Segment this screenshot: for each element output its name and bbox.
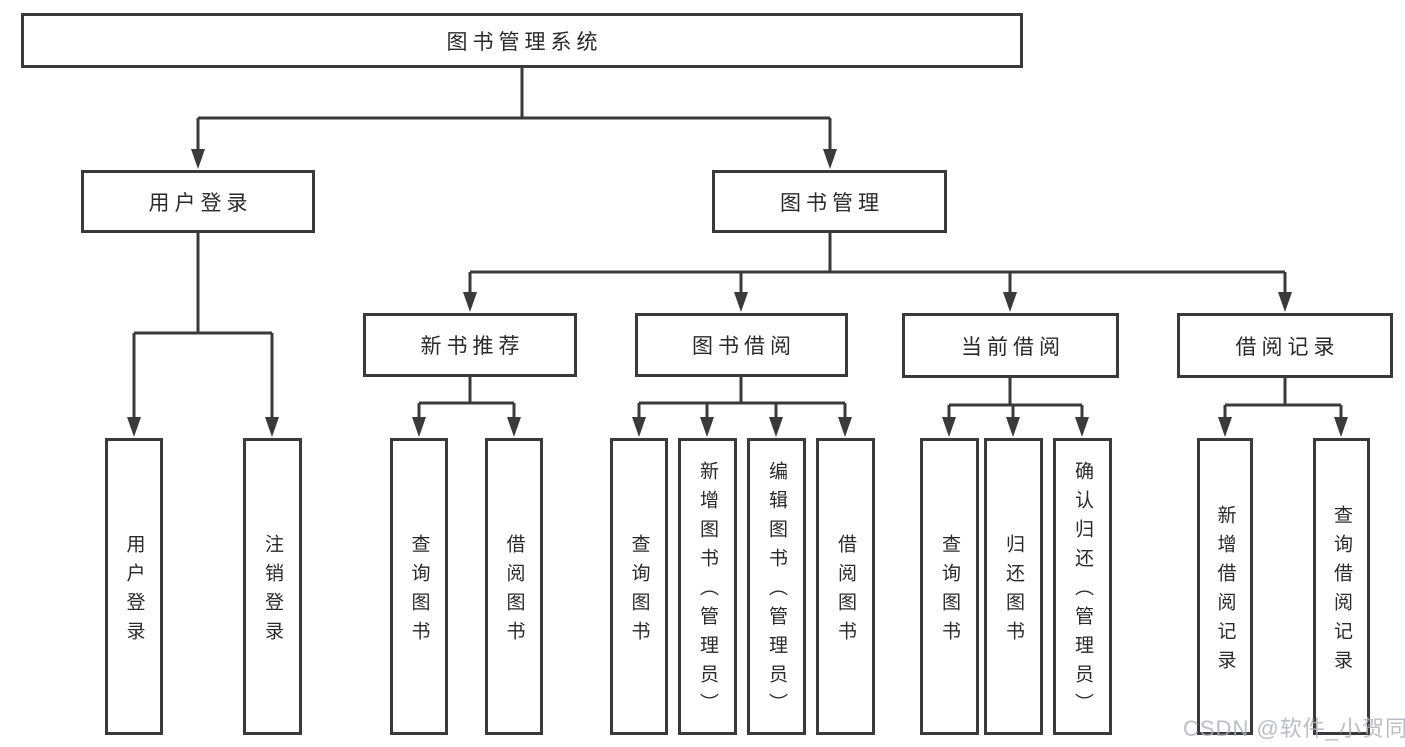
arrowhead-icon <box>1075 417 1089 437</box>
arrowhead-icon <box>1003 292 1017 312</box>
node-borrowing-records: 借阅记录 <box>1177 313 1393 378</box>
node-label: 借阅图书 <box>835 533 856 650</box>
arrowhead-icon <box>127 417 141 437</box>
arrowhead-icon <box>1334 417 1348 437</box>
node-book-borrowing: 图书借阅 <box>635 313 848 377</box>
leaf-edit-books-admin: 编辑图书（管理员） <box>747 438 806 735</box>
leaf-query-books-borrowing: 查询图书 <box>610 438 668 735</box>
leaf-confirm-return-admin: 确认归还（管理员） <box>1053 438 1112 735</box>
leaf-query-borrow-record: 查询借阅记录 <box>1313 438 1370 735</box>
node-label: 查询图书 <box>408 533 430 650</box>
edges-new-book-recommendation <box>412 377 521 437</box>
node-label: 图书借阅 <box>692 335 796 358</box>
edges-user-login <box>127 233 279 437</box>
edges-current-borrowing <box>942 378 1089 437</box>
node-label: 归还图书 <box>1003 533 1024 650</box>
csdn-watermark: CSDN @软件_小贺同学 <box>1183 716 1405 741</box>
edges-borrowing-records <box>1218 378 1348 437</box>
edges-book-management <box>463 233 1292 312</box>
node-label: 查询借阅记录 <box>1331 504 1352 679</box>
arrowhead-icon <box>412 417 426 437</box>
node-current-borrowing: 当前借阅 <box>902 313 1119 378</box>
arrowhead-icon <box>1006 417 1020 437</box>
leaf-add-books-admin: 新增图书（管理员） <box>678 438 737 735</box>
arrowhead-icon <box>191 149 205 169</box>
leaf-borrow-books-borrowing: 借阅图书 <box>816 438 875 735</box>
edges-book-borrowing <box>632 377 852 437</box>
node-label: 新书推荐 <box>420 335 525 358</box>
node-label: 图书管理 <box>780 191 884 215</box>
node-label: 确认归还（管理员） <box>1072 461 1093 722</box>
node-library-management-system: 图书管理系统 <box>21 13 1023 68</box>
arrowhead-icon <box>507 417 521 437</box>
leaf-add-borrow-record: 新增借阅记录 <box>1197 438 1253 735</box>
arrowhead-icon <box>823 149 837 169</box>
node-label: 借阅图书 <box>503 533 525 650</box>
leaf-borrow-books-recommend: 借阅图书 <box>485 438 543 735</box>
leaf-user-login: 用户登录 <box>105 438 163 735</box>
node-label: 当前借阅 <box>961 335 1065 359</box>
arrowhead-icon <box>632 417 646 437</box>
node-book-management: 图书管理 <box>712 170 947 233</box>
node-label: 用户登录 <box>148 191 253 215</box>
node-new-book-recommendation: 新书推荐 <box>363 313 577 377</box>
node-label: 借阅记录 <box>1235 335 1340 359</box>
node-label: 新增图书（管理员） <box>697 461 718 722</box>
arrowhead-icon <box>265 417 279 437</box>
node-label: 注销登录 <box>262 533 283 650</box>
node-label: 新增借阅记录 <box>1214 504 1236 679</box>
node-user-login: 用户登录 <box>81 170 315 233</box>
arrowhead-icon <box>1218 417 1232 437</box>
node-label: 图书管理系统 <box>446 30 603 54</box>
node-label: 编辑图书（管理员） <box>766 461 787 722</box>
node-label: 用户登录 <box>123 533 145 650</box>
node-label: 查询图书 <box>628 533 650 650</box>
arrowhead-icon <box>700 417 714 437</box>
arrowhead-icon <box>942 417 956 437</box>
leaf-query-books-recommend: 查询图书 <box>390 438 448 735</box>
leaf-logout: 注销登录 <box>243 438 302 735</box>
leaf-return-books: 归还图书 <box>984 438 1043 735</box>
leaf-query-books-current: 查询图书 <box>920 438 979 735</box>
arrowhead-icon <box>769 417 783 437</box>
arrowhead-icon <box>734 292 748 312</box>
arrowhead-icon <box>838 417 852 437</box>
arrowhead-icon <box>1278 292 1292 312</box>
node-label: 查询图书 <box>939 533 960 650</box>
arrowhead-icon <box>463 292 477 312</box>
edges-root <box>191 68 837 169</box>
